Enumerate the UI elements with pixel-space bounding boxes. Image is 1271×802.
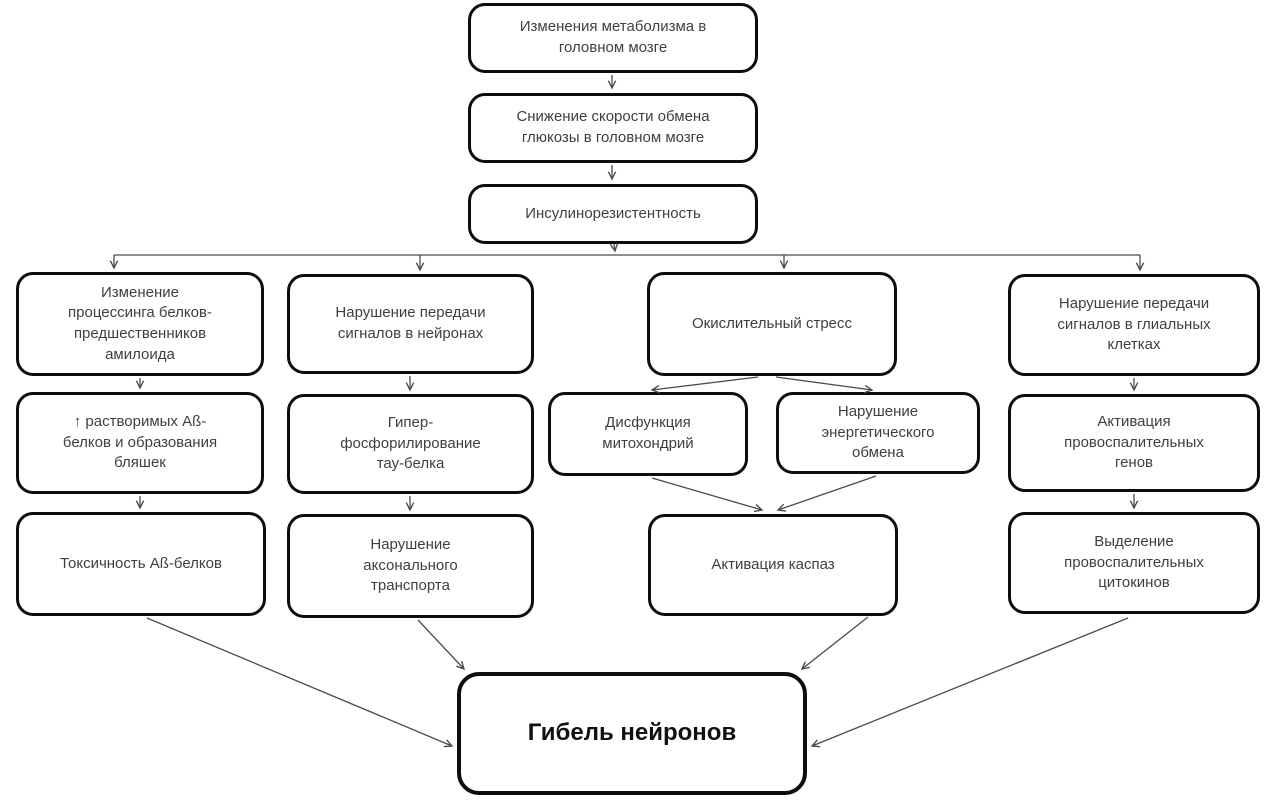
node-glucose-metabolism-decline: Снижение скорости обмена глюкозы в голов… [468, 93, 758, 163]
node-neuron-death: Гибель нейронов [457, 672, 807, 795]
node-neuron-signaling-disruption: Нарушение передачи сигналов в нейронах [287, 274, 534, 374]
node-axonal-transport-disruption: Нарушение аксонального транспорта [287, 514, 534, 618]
node-proinflammatory-cytokines-release: Выделение провоспалительных цитокинов [1008, 512, 1260, 614]
node-caspase-activation: Активация каспаз [648, 514, 898, 616]
node-oxidative-stress: Окислительный стресс [647, 272, 897, 376]
node-mitochondrial-dysfunction: Дисфункция митохондрий [548, 392, 748, 476]
node-energy-metabolism-disruption: Нарушение энергетического обмена [776, 392, 980, 474]
node-tau-hyperphosphorylation: Гипер- фосфорилирование тау-белка [287, 394, 534, 494]
node-insulin-resistance: Инсулинорезистентность [468, 184, 758, 244]
node-app-processing-change: Изменение процессинга белков- предшестве… [16, 272, 264, 376]
node-proinflammatory-genes-activation: Активация провоспалительных генов [1008, 394, 1260, 492]
node-glial-signaling-disruption: Нарушение передачи сигналов в глиальных … [1008, 274, 1260, 376]
node-soluble-ab-increase: ↑ растворимых Aß- белков и образования б… [16, 392, 264, 494]
node-metabolism-changes: Изменения метаболизма в головном мозге [468, 3, 758, 73]
node-ab-toxicity: Токсичность Aß-белков [16, 512, 266, 616]
